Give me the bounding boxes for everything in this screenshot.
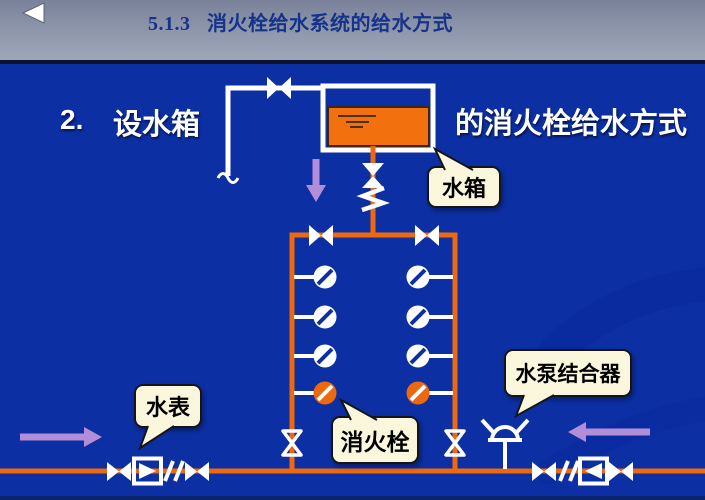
header-bar: 5.1.3 消火栓给水系统的给水方式 (0, 0, 705, 60)
water-tank (320, 83, 436, 153)
inlet-gate-valve-icon (267, 77, 291, 99)
heading-suffix: 的消火栓给水方式 (455, 108, 688, 140)
background-swoosh (536, 267, 705, 484)
pump-adapter-callout: 水泵结合器 (504, 349, 632, 419)
slide-title: 5.1.3 消火栓给水系统的给水方式 (148, 13, 453, 35)
check-valve-icon (356, 163, 390, 213)
down-flow-arrow-icon (306, 159, 326, 202)
riser-pipes (289, 232, 458, 471)
riser-bottom-valve-icon (281, 429, 466, 457)
tank-callout-label: 水箱 (441, 176, 486, 201)
fire-hydrant-icons-left (294, 265, 337, 405)
right-flow-arrow-icon (568, 422, 650, 442)
heading-subject: 设水箱 (113, 109, 201, 141)
water-meter-icon (107, 456, 209, 486)
pump-adapter-callout-label: 水泵结合器 (515, 362, 621, 386)
hydrant-callout: 消火栓 (331, 397, 419, 464)
heading-number: 2. (60, 104, 84, 135)
water-meter-callout-label: 水表 (145, 395, 190, 420)
bottom-edge (0, 496, 705, 500)
back-icon[interactable] (18, 2, 48, 24)
fire-hydrant-icons-right (406, 265, 453, 405)
header-gate-valve-icon (309, 225, 439, 246)
header-divider (0, 60, 705, 64)
siamese-connector-icon (480, 418, 530, 469)
water-meter-icon-right (532, 456, 633, 486)
hydrant-callout-label: 消火栓 (340, 430, 410, 455)
left-flow-arrow-icon (20, 427, 102, 447)
tank-callout: 水箱 (427, 146, 501, 208)
water-meter-callout: 水表 (134, 384, 202, 451)
supply-pipe (216, 85, 322, 184)
